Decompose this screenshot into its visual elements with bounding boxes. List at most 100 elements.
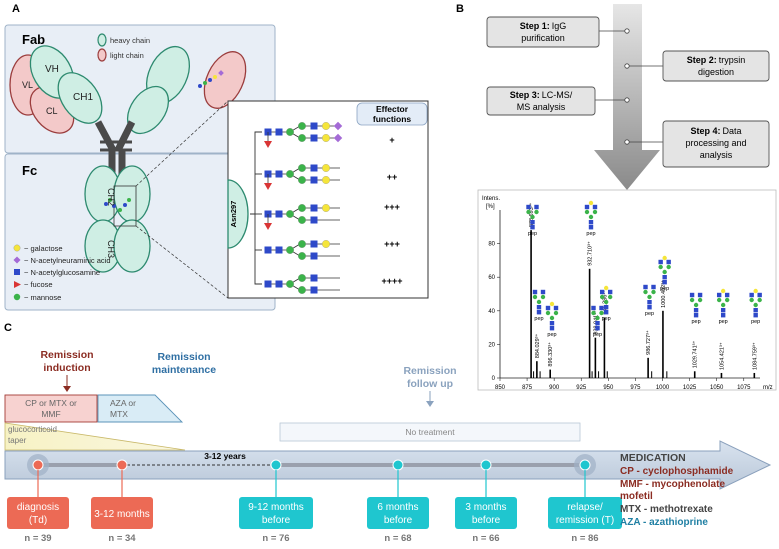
glcnac-icon xyxy=(549,326,555,331)
glcnac-icon xyxy=(643,284,648,290)
peak-label: 1084.759³⁺ xyxy=(751,342,758,370)
glcnac-icon xyxy=(757,292,762,298)
remission-induction-l2: induction xyxy=(43,362,90,374)
effector-level-5: ++++ xyxy=(381,276,402,286)
timepoint-1: diagnosis(Td)n = 39 xyxy=(7,454,69,544)
timepoint-label-2: remission (T) xyxy=(556,515,614,526)
timepoint-label: 3 months xyxy=(465,502,506,513)
ch2-domain-right xyxy=(113,165,151,223)
effector-title-line2: functions xyxy=(373,114,412,124)
legend-galactose: ~ galactose xyxy=(24,244,63,253)
glcnac-icon xyxy=(720,308,726,313)
mannose-icon xyxy=(530,214,535,220)
remission-maintenance-l2: maintenance xyxy=(152,364,216,376)
workflow-arrow xyxy=(594,4,660,190)
ch3-domain-right xyxy=(113,219,151,273)
spectrum-frame xyxy=(477,189,777,391)
glcnac-icon xyxy=(532,289,538,295)
timepoint-marker xyxy=(579,459,591,471)
glcnac-icon xyxy=(689,292,695,298)
fc-title: Fc xyxy=(22,163,37,178)
gc-l2: taper xyxy=(8,436,27,445)
step-1-box xyxy=(486,16,600,48)
glcnac-icon xyxy=(530,220,535,225)
timepoint-marker xyxy=(116,459,128,471)
glycopeptide-glyph: pep xyxy=(658,255,671,292)
medication-mtx: MTX - methotrexate xyxy=(620,504,713,515)
x-tick-label: 1075 xyxy=(737,385,751,391)
glycopeptide-glyph: pep xyxy=(643,284,656,317)
pep-label: pep xyxy=(534,316,543,322)
medication-aza: AZA - azathioprine xyxy=(620,517,708,528)
glcnac-icon xyxy=(658,259,663,265)
mannose-icon xyxy=(298,252,306,260)
x-tick-label: 925 xyxy=(576,385,587,391)
step-dot-1 xyxy=(624,28,630,34)
mannose-icon xyxy=(666,264,671,270)
mannose-icon xyxy=(534,209,539,215)
right-light-chain xyxy=(203,51,247,109)
fucose-icon xyxy=(264,183,272,190)
step-4-box xyxy=(662,120,770,168)
mannose-icon xyxy=(584,209,590,215)
spectrum-xlabel: m/z xyxy=(763,385,773,391)
mannose-icon xyxy=(599,310,604,316)
mannose-icon xyxy=(592,209,598,215)
mannose-icon xyxy=(298,134,306,142)
x-tick-label: 1000 xyxy=(656,385,670,391)
glycan-row-1 xyxy=(264,121,343,148)
legend-heavy-label: heavy chain xyxy=(110,36,150,45)
glcnac-icon xyxy=(275,170,283,178)
timepoint-label-2: (Td) xyxy=(29,515,47,526)
timepoint-label-2: before xyxy=(262,515,291,526)
glycopeptide-glyph: pep xyxy=(591,305,604,338)
right-ch1-domain xyxy=(126,85,170,135)
glcnac-icon xyxy=(599,305,604,311)
glcnac-icon xyxy=(753,308,758,313)
induction-bar-l1: CP or MTX or xyxy=(25,398,77,408)
glcnac-icon xyxy=(310,164,318,172)
step-4-line2: processing and xyxy=(685,138,746,148)
glcnac-icon xyxy=(693,308,699,313)
galactose-icon xyxy=(549,301,555,307)
glcnac-icon xyxy=(275,280,283,288)
step-1-text: Step 1:IgG xyxy=(520,21,567,31)
neuraminic-acid-icon xyxy=(333,121,343,131)
pep-label: pep xyxy=(751,319,760,325)
step-1-bold: Step 1: xyxy=(520,21,550,31)
effector-title-line1: Effector xyxy=(376,104,409,114)
peak-label: 1000.402³⁺ xyxy=(660,280,667,308)
mannose-icon xyxy=(298,204,306,212)
glcnac-icon xyxy=(264,246,272,254)
pep-label: pep xyxy=(719,319,728,325)
ch2-label: CH2 xyxy=(106,188,116,206)
galactose-icon xyxy=(322,204,330,212)
glcnac-icon xyxy=(536,305,542,310)
neuraminic-acid-icon xyxy=(13,256,21,264)
glcnac-icon xyxy=(749,292,754,298)
vl-label: VL xyxy=(22,80,33,90)
step-3-bold: Step 3: xyxy=(510,90,540,100)
mannose-icon xyxy=(757,297,762,303)
fc-glycan-dot-3 xyxy=(112,204,116,208)
mannose-icon xyxy=(595,315,600,321)
x-tick-label: 850 xyxy=(495,385,506,391)
mannose-icon xyxy=(588,214,594,220)
mannose-icon xyxy=(553,310,559,316)
remission-followup-l1: Remission xyxy=(403,365,456,377)
legend-light-label: light chain xyxy=(110,51,144,60)
glcnac-icon xyxy=(697,292,703,298)
peak-label: 884.029³⁺ xyxy=(534,333,541,358)
pep-label: pep xyxy=(691,319,700,325)
heavy-chain-legend-icon xyxy=(97,33,107,47)
glcnac-icon xyxy=(599,289,605,295)
timepoint-label: 9-12 months xyxy=(248,502,304,513)
glcnac-icon xyxy=(545,305,551,311)
mannose-icon xyxy=(298,274,306,282)
legend-mannose: ~ mannose xyxy=(24,293,61,302)
fc-glycan-dot-5 xyxy=(123,203,127,207)
